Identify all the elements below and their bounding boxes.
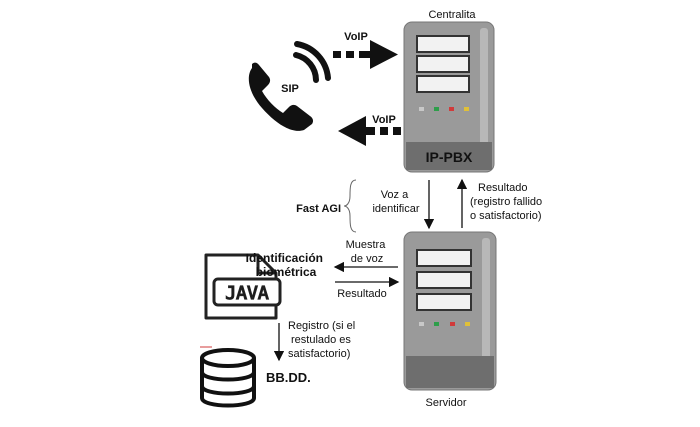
voip-out-arrow: VoIP	[338, 114, 401, 146]
java-label: JAVA	[225, 283, 269, 304]
fast-agi-label: Fast AGI	[296, 203, 341, 215]
sip-label: SIP	[281, 83, 299, 95]
server-icon	[403, 21, 495, 173]
java-file-icon: JAVA	[204, 253, 282, 320]
database-icon	[200, 346, 256, 408]
resultado-right-label: Resultado	[337, 288, 387, 300]
registro-label: Registro (si el restulado es satisfactor…	[288, 320, 358, 360]
fast-agi-brace	[343, 179, 357, 233]
phone-icon	[248, 41, 331, 131]
ip-pbx-label: IP-PBX	[426, 149, 473, 165]
voip-in-arrow: VoIP	[333, 31, 398, 69]
servidor-label: Servidor	[426, 397, 467, 409]
voip-in-label: VoIP	[344, 31, 368, 43]
bbdd-label: BB.DD.	[266, 370, 311, 385]
voz-a-identificar-label: Voz a identificar	[372, 189, 419, 215]
server-icon	[403, 231, 497, 391]
muestra-de-voz-label: Muestra de voz	[346, 239, 389, 265]
centralita-server: Centralita IP-PBX	[403, 9, 495, 173]
resultado-up-label: Resultado (registro fallido o satisfacto…	[470, 182, 545, 222]
servidor-server: Servidor	[403, 231, 497, 409]
identificacion-biometrica-label: Identificación biométrica	[246, 251, 327, 279]
centralita-label: Centralita	[428, 9, 476, 21]
voip-out-label: VoIP	[372, 114, 396, 126]
